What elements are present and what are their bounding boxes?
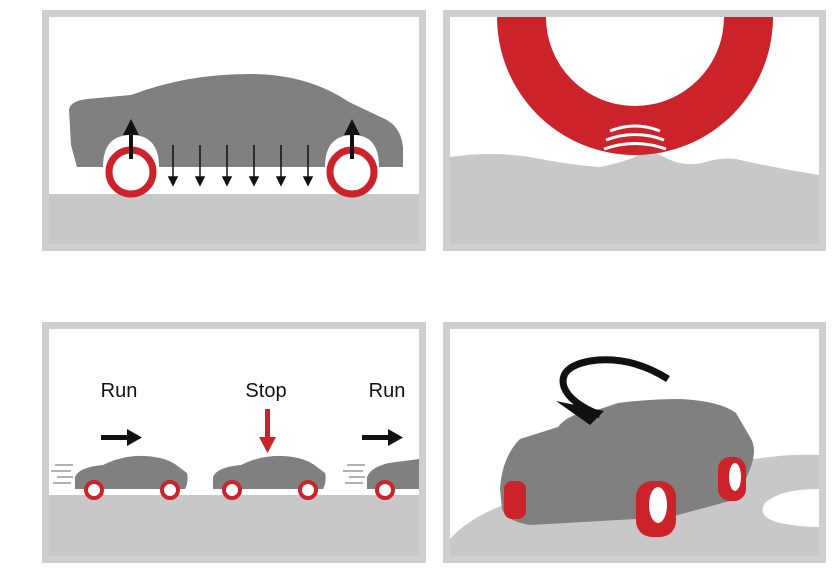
car-load-diagram (49, 73, 419, 244)
car-stopped (213, 455, 326, 500)
right-arrow-icon (101, 429, 142, 446)
label-stop: Stop (245, 380, 286, 402)
rear-right-wheel (718, 457, 746, 501)
contact-waves-icon (603, 124, 667, 151)
panel-tire-contact (443, 10, 826, 251)
front-right-wheel (636, 481, 676, 537)
panel-run-stop: Run Stop Run (42, 322, 426, 563)
panel-car-load (42, 10, 426, 251)
ground (49, 194, 419, 244)
ground (49, 495, 419, 556)
tire-ring (497, 17, 773, 155)
car-body-side (69, 73, 403, 167)
speed-lines-icon (343, 464, 365, 484)
front-left-wheel (504, 481, 526, 519)
down-arrow-icon (259, 409, 276, 453)
run-stop-diagram: Run Stop Run (49, 380, 419, 556)
road-surface (450, 153, 819, 244)
down-arrows-icon (167, 145, 314, 187)
car-running-right (367, 459, 419, 500)
label-run-right: Run (369, 380, 406, 402)
label-run-left: Run (101, 380, 138, 402)
up-arrow-icon (123, 119, 139, 159)
speed-lines-icon (51, 464, 73, 484)
panel-cornering (443, 322, 826, 563)
right-arrow-icon (362, 429, 403, 446)
tire-contact-diagram (450, 17, 819, 244)
rotation-arrow-icon (556, 356, 670, 425)
car-body-perspective (500, 399, 754, 525)
cornering-diagram (450, 356, 819, 556)
car-running-left (75, 455, 188, 500)
up-arrow-icon (344, 119, 360, 159)
